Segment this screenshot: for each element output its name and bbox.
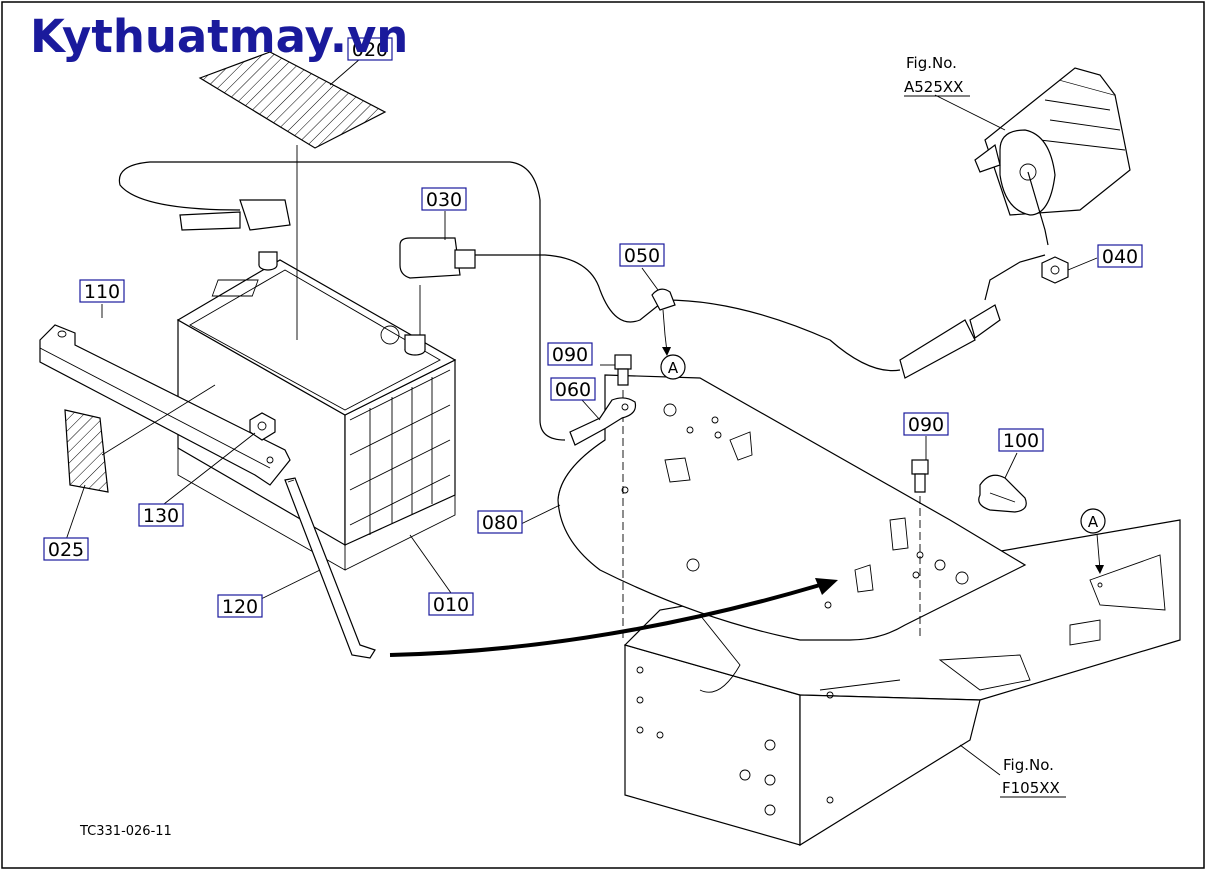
part-label-box [619,243,665,267]
part-label-120[interactable]: 120 [217,594,263,618]
part-number: 040 [1102,246,1138,268]
part-number: 060 [555,379,591,401]
part-label-080[interactable]: 080 [477,510,523,534]
part-label-box [998,428,1044,452]
part-label-box [217,594,263,618]
ground-terminal [569,397,637,446]
part-number: 020 [352,39,388,61]
terminal-cover [198,51,387,340]
starter-motor [974,67,1131,246]
battery [176,251,457,571]
part-label-025[interactable]: 025 [43,537,89,561]
part-label-box [547,342,593,366]
reference-mark-text: A [668,359,679,377]
drawing-code: TC331-026-11 [79,824,172,839]
part-label-010[interactable]: 010 [428,592,474,616]
cable-clip [651,288,676,336]
fig-ref-number: A525XX [904,78,963,96]
terminal-nut [1041,256,1069,284]
part-label-110[interactable]: 110 [79,279,125,303]
bolt-2 [911,459,929,640]
part-label-box [428,592,474,616]
negative-cable [118,161,566,441]
bolt-1 [614,354,632,640]
part-label-box [903,412,949,436]
part-label-020[interactable]: 020 [347,37,393,61]
part-label-box [421,187,467,211]
part-label-box [477,510,523,534]
part-number: 080 [482,512,518,534]
direction-arrow [389,578,838,657]
reference-mark-a-1: A [660,334,686,380]
part-label-box [1097,244,1143,268]
clamp-nut [249,412,276,441]
part-label-box [43,537,89,561]
battery-cell-grid [349,369,451,535]
part-label-090[interactable]: 090 [903,412,949,436]
fig-ref-starter: Fig.No. A525XX [904,54,970,97]
part-label-box [79,279,125,303]
battery-clamp [39,324,291,486]
part-label-030[interactable]: 030 [421,187,467,211]
part-label-box [550,377,596,401]
fig-ref-title: Fig.No. [906,54,957,72]
battery-pad [64,409,109,493]
part-number: 090 [908,414,944,436]
part-label-box [138,503,184,527]
reference-mark-a-2: A [1080,508,1106,574]
part-number: 025 [48,539,84,561]
part-label-060[interactable]: 060 [550,377,596,401]
bracket [978,474,1027,513]
part-label-090[interactable]: 090 [547,342,593,366]
part-number: 050 [624,245,660,267]
part-labels: 020 030 050 040 110 090 060 090 100 130 080 025 120 0… [43,37,1143,618]
part-number: 030 [426,189,462,211]
part-label-100[interactable]: 100 [998,428,1044,452]
battery-tray-plate [557,374,1027,641]
part-number: 090 [552,344,588,366]
part-label-box [347,37,393,61]
part-number: 100 [1003,430,1039,452]
part-label-040[interactable]: 040 [1097,244,1143,268]
fig-ref-frame: Fig.No. F105XX [1000,756,1066,798]
fig-ref-title: Fig.No. [1003,756,1054,774]
reference-mark-text: A [1088,513,1099,531]
watermark-logo: Kythuatmay.vn [30,10,408,63]
hold-down-rod [284,477,376,659]
part-label-130[interactable]: 130 [138,503,184,527]
part-number: 110 [84,281,120,303]
part-number: 010 [433,594,469,616]
positive-cable [399,237,1046,379]
fig-ref-number: F105XX [1002,779,1060,797]
part-label-050[interactable]: 050 [619,243,665,267]
part-number: 130 [143,505,179,527]
part-number: 120 [222,596,258,618]
